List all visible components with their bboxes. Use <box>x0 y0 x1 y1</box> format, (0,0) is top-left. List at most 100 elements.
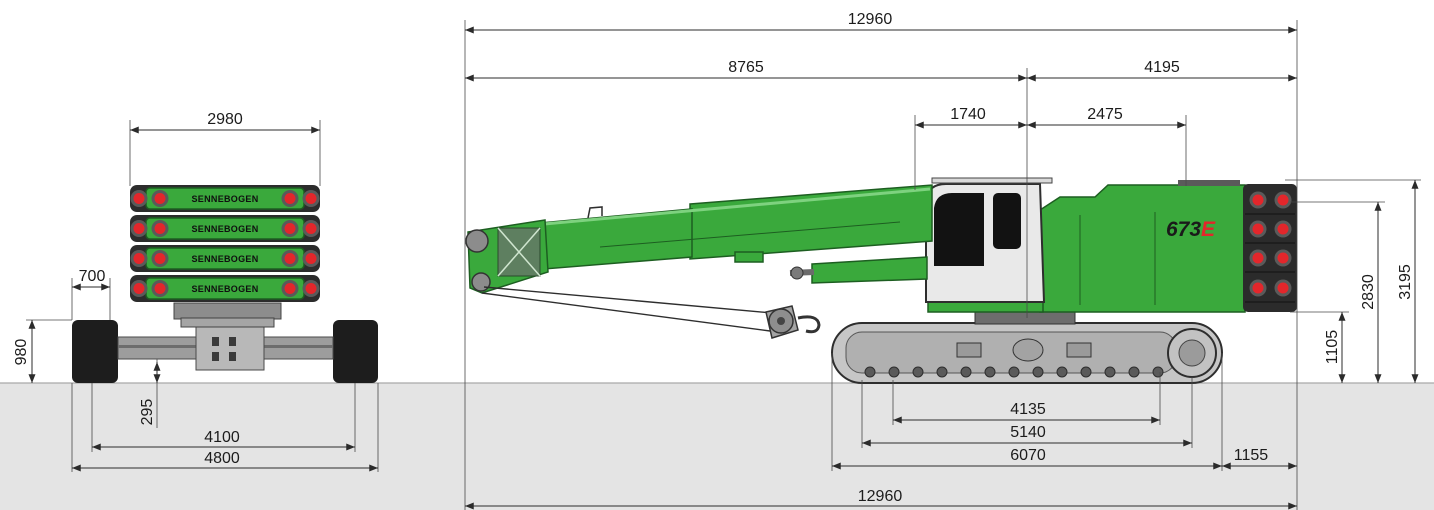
boom-head-sheave <box>471 272 491 292</box>
dim-front-height: 980 <box>13 339 30 366</box>
track-frame-port <box>1012 338 1044 362</box>
counterweight-slab: SENNEBOGEN <box>130 245 320 272</box>
track-roller <box>936 366 948 378</box>
side-dimensions: 12960 8765 4195 1740 2475 3195 2830 1105… <box>464 11 1421 510</box>
front-dimensions: 2980 700 980 295 4100 4800 <box>13 111 379 472</box>
track-tensioner <box>956 342 982 358</box>
boom-railing <box>587 206 603 219</box>
red-tail-light <box>305 223 317 234</box>
boom-seam <box>599 221 901 248</box>
front-counterweight-stack: SENNEBOGEN SENNEBOGEN SENNEBOGEN SENNEBOGEN <box>130 185 320 302</box>
dim-overall-height: 3195 <box>1397 264 1414 300</box>
track-roller <box>888 366 900 378</box>
brand-lettering: SENNEBOGEN <box>191 224 258 234</box>
red-tail-light <box>154 193 166 204</box>
red-tail-light <box>133 283 145 294</box>
track-tensioner <box>1066 342 1092 358</box>
dim-counterweight-height: 1105 <box>1324 330 1341 365</box>
boom-top-chord <box>543 187 931 226</box>
track-roller <box>912 366 924 378</box>
red-tail-light <box>284 283 296 294</box>
brand-lettering: SENNEBOGEN <box>191 254 258 264</box>
red-tail-light <box>1252 282 1264 294</box>
boom-bracket <box>734 251 764 263</box>
red-tail-light <box>154 223 166 234</box>
track-roller <box>1080 366 1092 378</box>
model-badge-letter: E <box>1201 218 1216 241</box>
carbody-bolt <box>212 337 219 346</box>
dim-counterweight-width: 2980 <box>207 111 243 128</box>
red-tail-light <box>284 193 296 204</box>
red-tail-light <box>1277 223 1289 235</box>
engine-hood-rail <box>1178 180 1240 186</box>
red-tail-light <box>154 253 166 264</box>
red-tail-light <box>284 253 296 264</box>
red-tail-light <box>1252 223 1264 235</box>
dim-overall-width: 4800 <box>204 450 240 467</box>
counterweight-slab: SENNEBOGEN <box>130 185 320 212</box>
carbody-bolt <box>229 352 236 361</box>
front-turntable <box>173 302 282 320</box>
dim-bottom-overall: 12960 <box>858 488 903 505</box>
red-tail-light <box>133 253 145 264</box>
red-tail-light <box>1252 194 1264 206</box>
track-roller <box>984 366 996 378</box>
track-roller <box>1008 366 1020 378</box>
red-tail-light <box>284 223 296 234</box>
dim-contact: 5140 <box>1010 424 1046 441</box>
front-view: SENNEBOGEN SENNEBOGEN SENNEBOGEN SENNEBOGEN <box>72 185 378 383</box>
brand-lettering: SENNEBOGEN <box>191 284 258 294</box>
cab-roof-rail <box>931 177 1053 184</box>
red-tail-light <box>305 283 317 294</box>
cab-door-window <box>993 193 1021 249</box>
dim-hood: 2475 <box>1087 106 1123 123</box>
track-roller <box>1128 366 1140 378</box>
red-tail-light <box>305 193 317 204</box>
front-slewing-ring <box>180 317 275 328</box>
track-roller <box>1152 366 1164 378</box>
track-roller <box>1032 366 1044 378</box>
dim-track-length: 6070 <box>1010 447 1046 464</box>
track-roller <box>960 366 972 378</box>
red-tail-light <box>154 283 166 294</box>
dim-track-width: 700 <box>79 268 106 285</box>
red-tail-light <box>1277 282 1289 294</box>
crane-hook <box>797 315 821 334</box>
red-tail-light <box>1252 252 1264 264</box>
track-roller <box>1056 366 1068 378</box>
carbody-bolt <box>212 352 219 361</box>
dim-clearance: 295 <box>139 399 156 426</box>
red-tail-light <box>133 193 145 204</box>
hoist-rope <box>481 292 771 332</box>
front-carbody <box>195 325 265 371</box>
red-tail-light <box>1277 194 1289 206</box>
boom-head-brace <box>497 227 541 277</box>
dim-rear: 4195 <box>1144 59 1180 76</box>
red-tail-light <box>1277 252 1289 264</box>
track-roller <box>864 366 876 378</box>
side-view: 673E <box>465 68 1297 384</box>
dim-tail: 1155 <box>1234 447 1269 464</box>
drive-sprocket-hub <box>1178 339 1206 367</box>
dim-superstructure-height: 2830 <box>1360 274 1377 310</box>
hoist-rope <box>483 286 773 314</box>
dim-tumbler: 4135 <box>1010 401 1046 418</box>
red-tail-light <box>305 253 317 264</box>
luffing-cylinder-pin <box>790 266 804 280</box>
track-roller <box>1104 366 1116 378</box>
boom-head-sheave <box>465 229 489 253</box>
dim-top-overall: 12960 <box>848 11 893 28</box>
front-left-track <box>72 320 118 383</box>
red-tail-light <box>133 223 145 234</box>
carbody-bolt <box>229 337 236 346</box>
superstructure-body <box>1039 184 1246 313</box>
luffing-cylinder <box>811 256 928 284</box>
hook-block-pin <box>777 317 785 325</box>
dim-gauge: 4100 <box>204 429 240 446</box>
model-badge: 673E <box>1166 218 1216 241</box>
model-badge-number: 673 <box>1166 218 1201 241</box>
dim-front: 8765 <box>728 59 764 76</box>
side-counterweight-lights <box>1245 191 1295 303</box>
brand-lettering: SENNEBOGEN <box>191 194 258 204</box>
